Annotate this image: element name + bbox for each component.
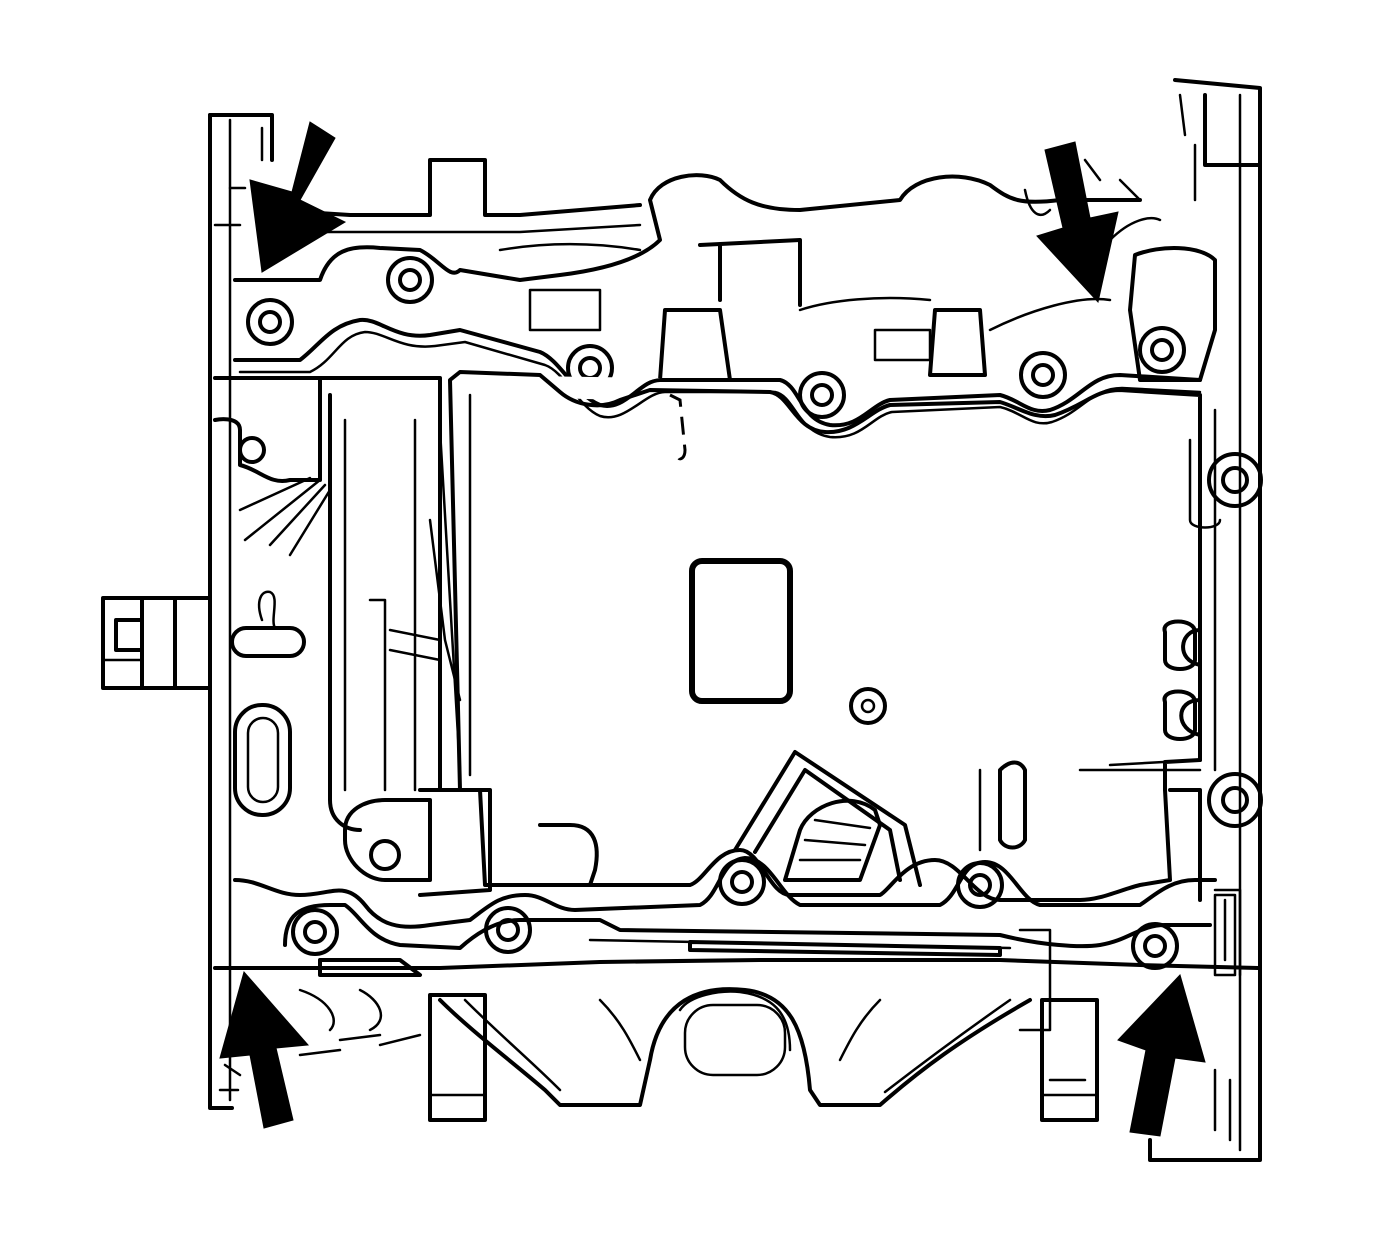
arrow-bottom-right-icon: [1117, 974, 1206, 1137]
oil-level-sensor-pad: [689, 558, 793, 704]
lower-pan-rail: [233, 856, 1217, 1032]
arrow-bottom-left-icon: [219, 970, 310, 1129]
arrow-top-left-icon: [249, 121, 347, 273]
detail-marks: [213, 93, 1232, 1142]
drain-plug: [849, 687, 887, 725]
callout-arrows: [219, 121, 1206, 1137]
bolt-boss-lower-1: [291, 908, 339, 956]
bolt-boss-lower-4: [956, 861, 1004, 909]
bolt-boss-lower-2: [484, 906, 532, 954]
bolt-boss-upper-4: [798, 371, 846, 419]
bolt-boss-upper-6: [1138, 326, 1186, 374]
bolt-boss-upper-5: [1019, 351, 1067, 399]
oil-pan-body: [428, 370, 1202, 902]
oil-filter-adapter: [783, 798, 882, 882]
right-side-structure: [1078, 408, 1263, 977]
right-bolt-boss-1: [1207, 452, 1263, 508]
left-side-structure: [213, 376, 492, 897]
oil-slot: [230, 626, 306, 658]
bolt-boss-upper-1: [246, 298, 294, 346]
left-connector: [101, 596, 212, 690]
bolt-boss-lower-5: [1131, 922, 1179, 970]
right-bolt-boss-2: [1207, 772, 1263, 828]
bolt-boss-lower-3: [718, 858, 766, 906]
left-oval-boss: [233, 703, 292, 817]
arrow-top-right-icon: [1036, 141, 1119, 304]
bolt-boss-upper-2: [386, 256, 434, 304]
